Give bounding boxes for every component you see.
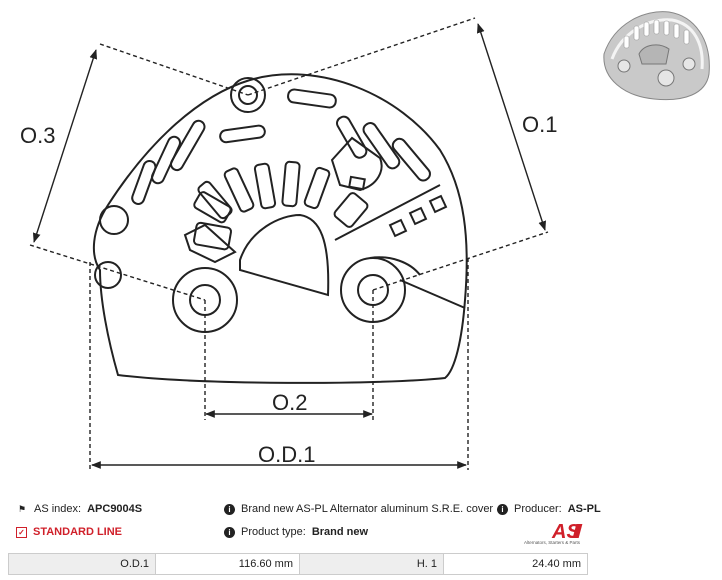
top-hole-inner [238,85,258,105]
left-mount-circle-lower [94,261,122,289]
info-circle-icon: i [224,503,235,515]
arc-slots [131,88,431,205]
spec-value: 116.60 mm [155,554,299,574]
dim-label-od1: O.D.1 [258,442,315,467]
product-type: i Product type: Brand new [224,526,368,538]
check-square-icon: ✓ [16,526,27,538]
product-thumbnail[interactable] [594,4,716,104]
connector-pocket [330,136,383,192]
product-type-label: Product type: [241,526,306,538]
producer-label: Producer: [514,503,562,515]
info-circle-icon: i [224,526,235,538]
right-block [334,184,466,309]
producer-value: AS-PL [567,503,601,515]
spec-label: H. 1 [299,554,443,574]
tag-icon: ⚑ [17,504,27,514]
as-index-value: APC9004S [87,503,143,515]
dim-label-o1: O.1 [522,112,557,137]
cover-outline [92,73,468,384]
dim-label-o2: O.2 [272,390,307,415]
logo-tagline: Alternators, Starters & Parts [524,540,581,545]
spec-table: O.D.1 116.60 mm H. 1 24.40 mm [8,553,588,575]
dim-label-o3: O.3 [20,123,55,148]
as-index: ⚑ AS index: APC9004S [16,503,142,515]
top-hole-outer [230,77,266,113]
as-index-label: AS index: [34,503,82,515]
left-mount-circle-upper [99,205,129,235]
technical-drawing: O.3 O.1 O.2 O.D.1 [20,17,557,470]
product-type-value: Brand new [311,526,369,538]
spec-value: 24.40 mm [443,554,587,574]
spec-label: O.D.1 [9,554,155,574]
left-pocket [183,223,237,264]
radial-slots [192,160,369,251]
info-circle-icon: i [497,503,508,515]
standard-line: ✓ STANDARD LINE [16,526,122,538]
producer: i Producer: AS-PL [497,503,601,515]
as-pl-logo[interactable]: AS [532,518,590,546]
standard-line-text: STANDARD LINE [33,526,123,538]
description: i Brand new AS-PL Alternator aluminum S.… [224,503,493,515]
central-hub [239,213,330,297]
description-text: Brand new AS-PL Alternator aluminum S.R.… [241,503,494,515]
